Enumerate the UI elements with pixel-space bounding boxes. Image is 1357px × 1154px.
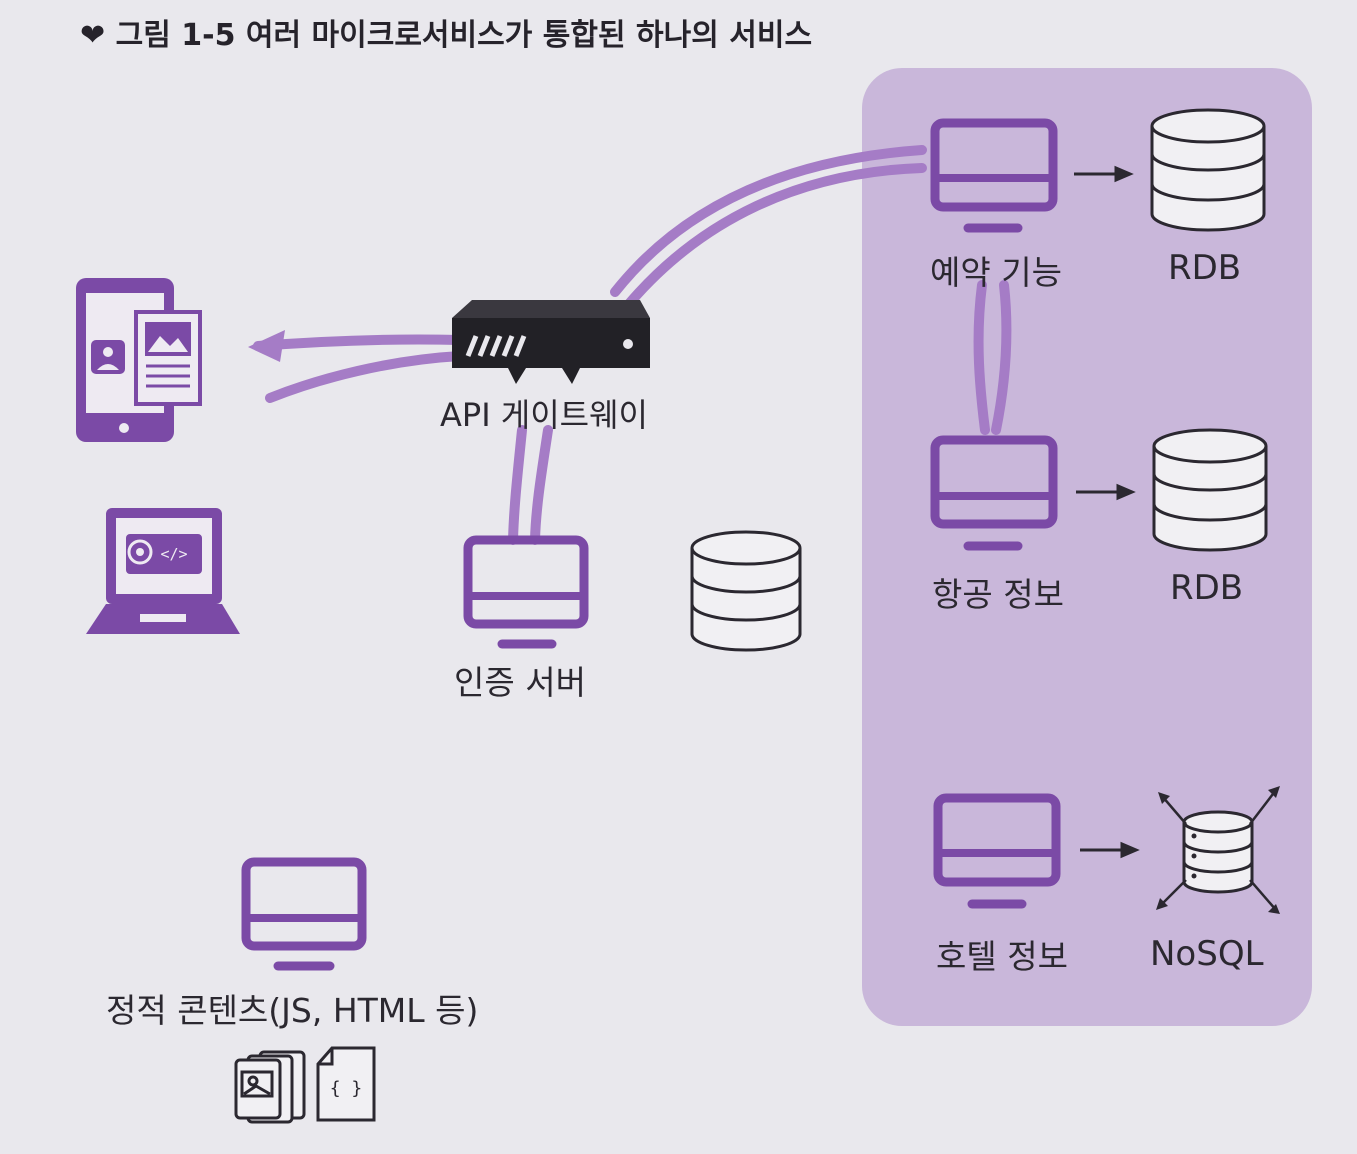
auth-server-monitor-icon [463,535,589,649]
flight-info-monitor-icon [930,435,1058,551]
flight-db-label: RDB [1170,568,1244,608]
connector-gateway-to-client-b [265,351,465,403]
service-to-db-arrows [1074,165,1140,859]
auth-server-label: 인증 서버 [454,663,586,702]
code-file-glyph: { } [330,1078,363,1099]
reservation-monitor-icon [930,118,1058,233]
laptop-icon: </> [86,508,240,634]
connector-gateway-to-reservation-b [623,163,927,310]
image-file-icon [234,1050,306,1124]
connector-gateway-to-reservation-a [610,145,927,297]
laptop-code-glyph: </> [160,545,187,563]
static-content-monitor-icon [241,857,367,971]
reservation-label: 예약 기능 [930,253,1062,292]
static-content-label: 정적 콘텐츠(JS, HTML 등) [106,991,479,1030]
standalone-database-icon [690,530,802,652]
flight-database-icon [1152,428,1268,552]
connector-gateway-to-client-a [253,334,465,351]
smartphone-icon [76,278,202,442]
connector-reservation-to-flight-a [973,280,990,435]
connector-gateway-to-auth-a [508,425,527,545]
reservation-database-icon [1150,108,1266,232]
api-gateway-label: API 게이트웨이 [440,396,648,434]
figure-caption: ❤ 그림 1-5 여러 마이크로서비스가 통합된 하나의 서비스 [80,10,812,54]
connector-gateway-to-auth-b [530,425,553,545]
microservice-panel [862,68,1312,1026]
connector-reservation-to-flight-b [991,280,1012,435]
hotel-info-label: 호텔 정보 [936,937,1068,976]
api-gateway-server-icon [452,300,650,384]
chevron-down-icon: ❤ [80,18,106,53]
figure-caption-text: 그림 1-5 여러 마이크로서비스가 통합된 하나의 서비스 [115,18,813,53]
reservation-db-label: RDB [1168,248,1242,288]
code-file-icon: { } [316,1046,376,1122]
connector-lines [253,145,1012,545]
flight-info-label: 항공 정보 [932,575,1064,614]
nosql-database-icon [1156,786,1280,914]
arrowhead-to-client-icon [248,330,285,362]
hotel-db-label: NoSQL [1150,934,1264,974]
hotel-info-monitor-icon [933,793,1061,909]
